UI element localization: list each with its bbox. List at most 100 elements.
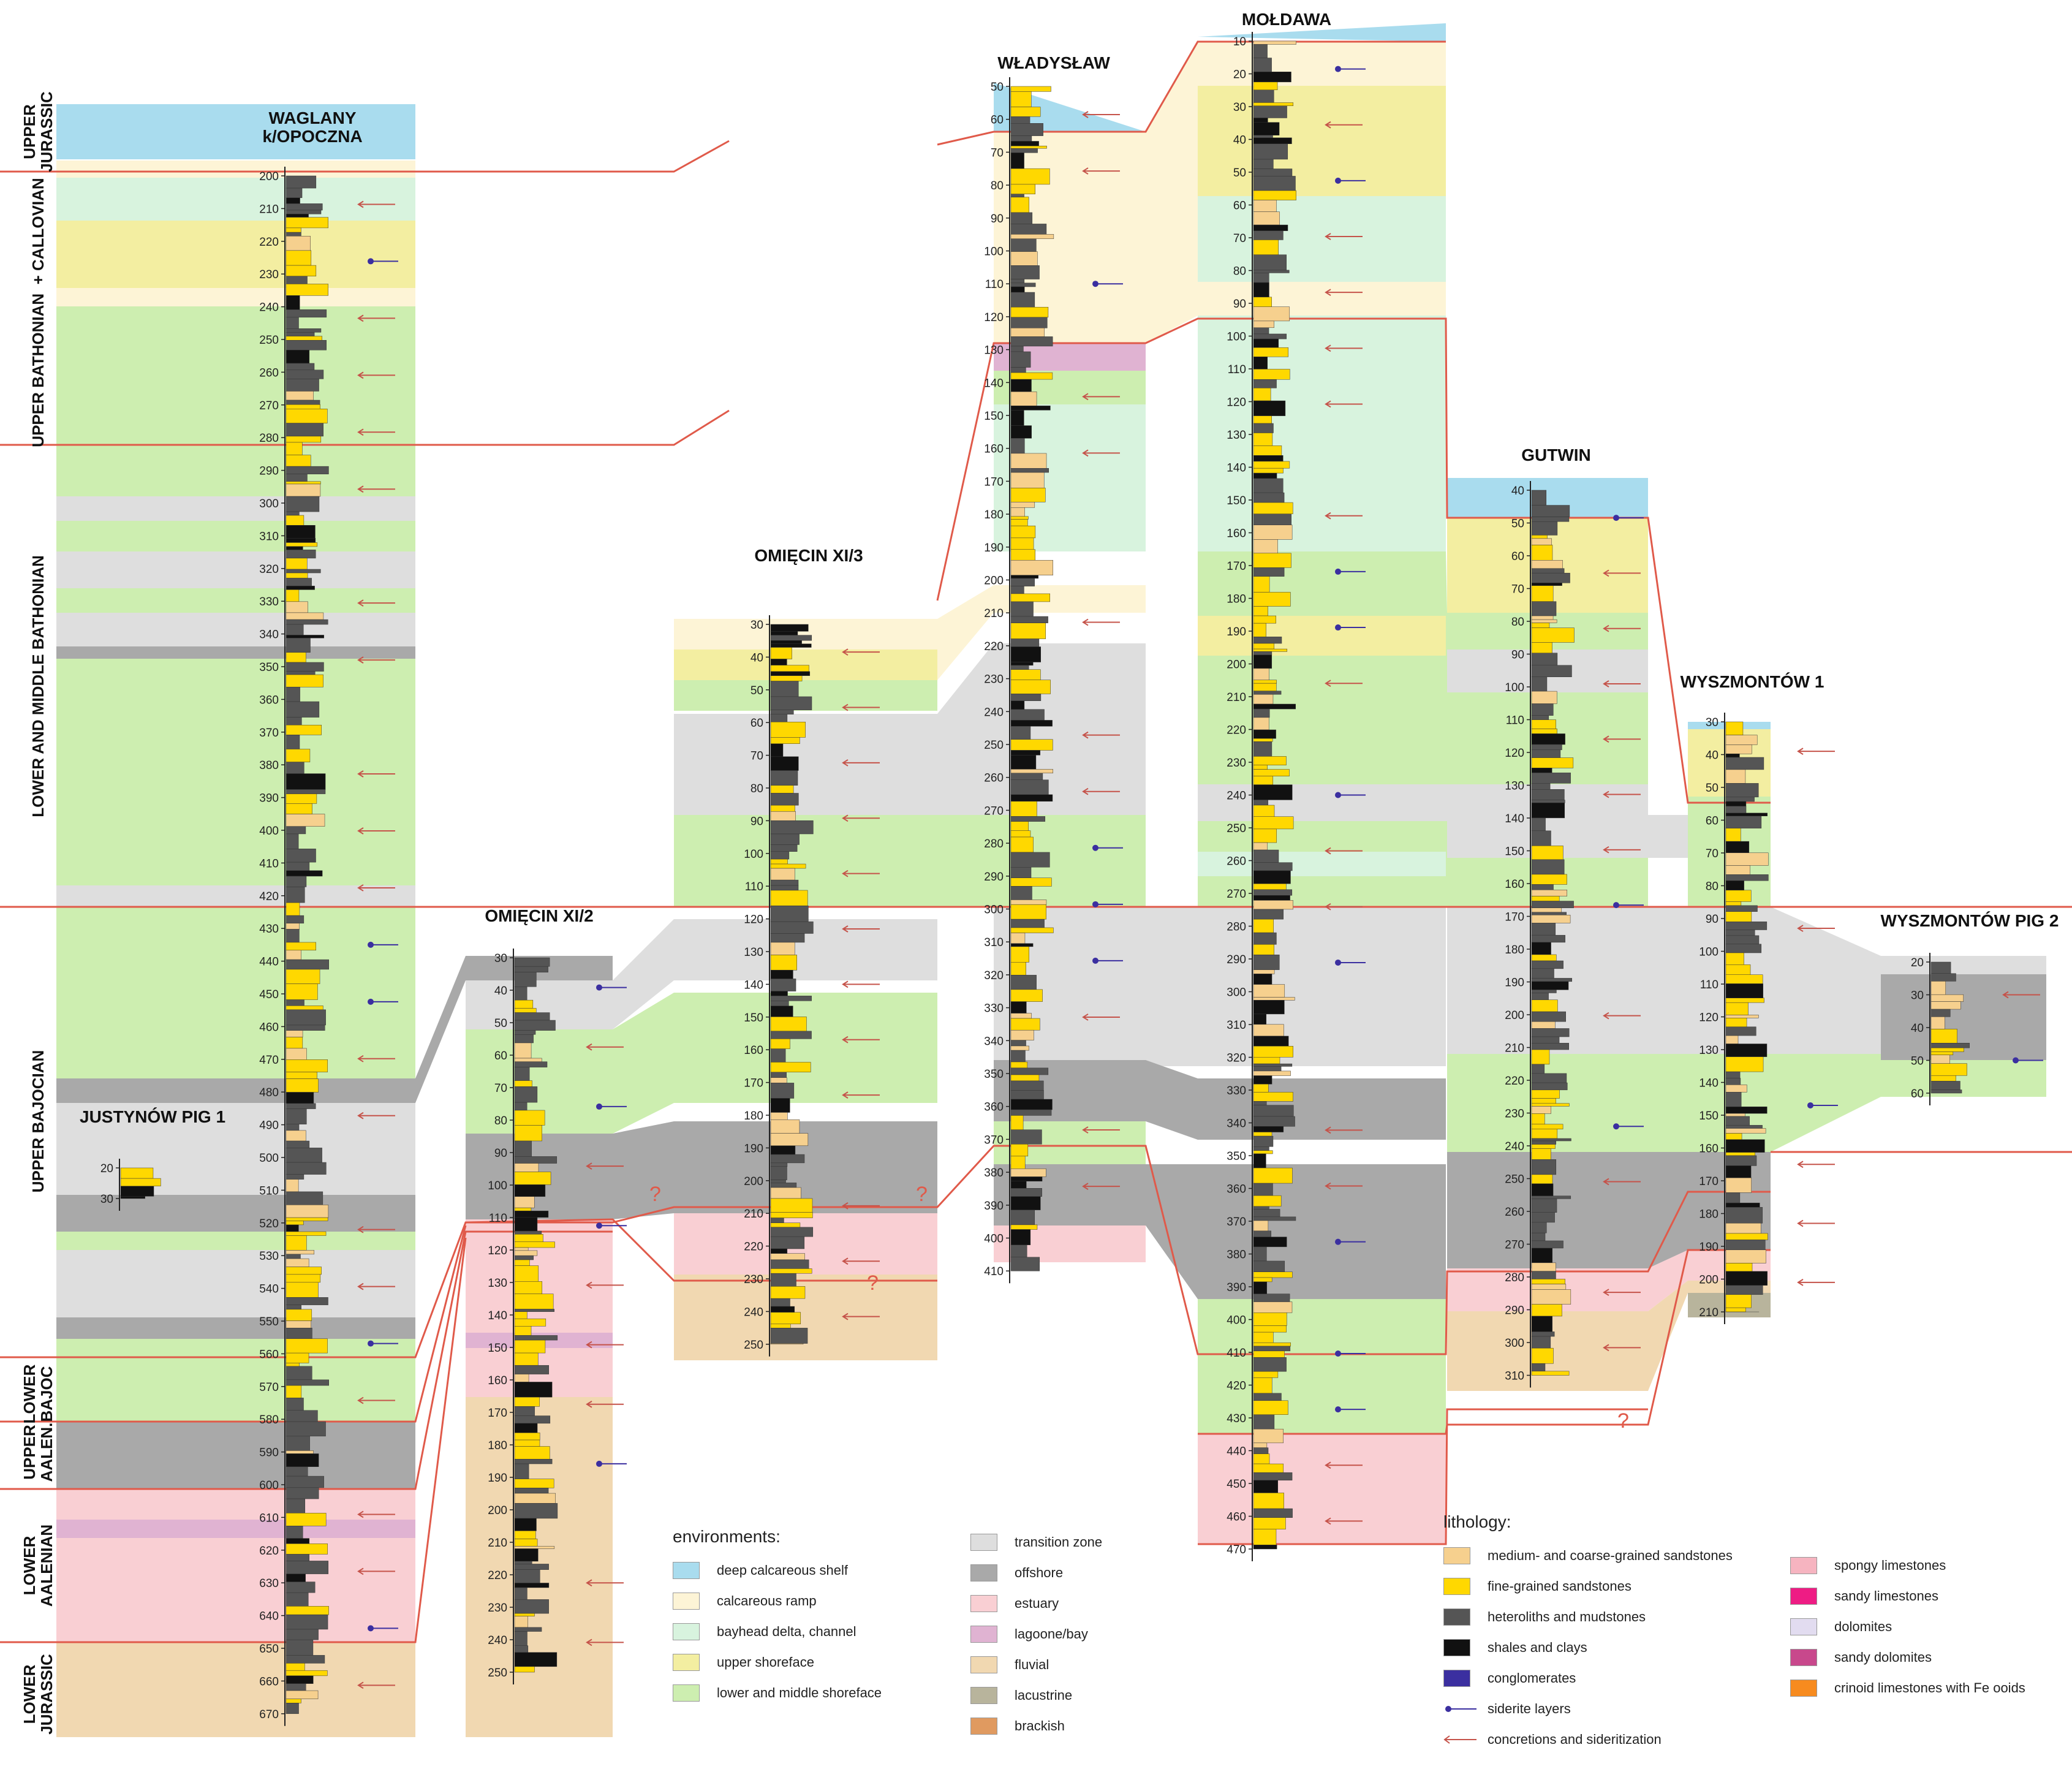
env-band [1447,1281,1771,1391]
lithology-bed [1725,1002,1749,1015]
lithology-bed [1253,708,1270,718]
lithology-bed [1253,883,1287,890]
lithology-bed [770,979,796,991]
lithology-bed [1531,1129,1558,1139]
concretion-arrow-head [357,485,364,493]
depth-label: 50 [751,684,763,697]
depth-label: 200 [488,1504,507,1517]
lithology-bed [1253,1414,1275,1430]
lithology-bed [514,1423,538,1433]
lithology-bed [514,1255,534,1260]
lithology-bed [1010,943,1034,947]
concretion-arrow-head [842,759,849,767]
lithology-bed [1010,962,1026,975]
depth-label: 160 [1699,1143,1718,1156]
depth-label: 210 [488,1537,507,1550]
lithology-bed [1725,735,1758,745]
lithology-bed [1253,1393,1282,1401]
depth-label: 70 [991,146,1004,159]
lithology-bed [770,1133,809,1146]
lithology-bed [1253,118,1268,123]
env-band [56,1195,415,1232]
depth-label: 580 [259,1414,279,1426]
depth-label: 190 [1699,1241,1718,1254]
lithology-bed [514,1531,536,1539]
lithology-bed [285,826,306,835]
depth-label: 320 [984,969,1004,982]
depth-label: 70 [1511,583,1524,596]
lithology-bed [1253,1428,1284,1444]
lithology-bed [1253,433,1273,446]
concretion-arrow-head [842,869,849,877]
well-column-omiecin_xi2: 3040506070809010011012013014015016017018… [488,949,627,1684]
legend-item-heterolith: heteroliths and mudstones [1443,1602,1733,1632]
lithology-bed [1531,1043,1569,1050]
lithology-bed [1253,849,1279,863]
lithology-bed [1010,472,1045,488]
depth-label: 180 [1227,593,1246,606]
lithology-bed [1253,769,1290,776]
legend-swatch [1790,1557,1817,1574]
lithology-bed [1531,968,1554,979]
lithology-bed [1010,549,1035,561]
lithology-bed [1010,197,1029,213]
lithology-bed [1930,961,1951,974]
lithology-bed [1253,472,1277,479]
lithology-bed [1531,1248,1552,1263]
lithology-bed [1531,729,1557,734]
lithology-bed [1010,1029,1034,1040]
lithology-bed [285,1140,310,1148]
lithology-bed [1531,1284,1567,1290]
depth-label: 310 [1227,1019,1246,1032]
lithology-bed [285,442,303,455]
lithology-bed [1930,1051,1954,1055]
legend-item-offshore: offshore [970,1558,1102,1588]
depth-label: 160 [984,443,1004,456]
lithology-bed [1010,379,1032,392]
lithology-bed [285,1108,307,1124]
depth-label: 320 [259,563,279,576]
depth-label: 240 [1505,1140,1524,1153]
lithology-bed [1253,478,1284,493]
lithology-bed [514,1311,527,1319]
lithology-bed [770,1298,790,1307]
lithology-bed [1010,292,1035,308]
depth-label: 50 [494,1017,507,1030]
depth-label: 340 [259,629,279,642]
depth-label: 310 [259,530,279,543]
lithology-bed [770,624,809,632]
lithology-bed [514,1294,554,1309]
lithology-bed [1253,44,1268,58]
depth-label: 340 [984,1035,1004,1048]
lithology-bed [1725,921,1768,930]
lithology-bed [1725,983,1763,999]
lithology-bed [1531,846,1563,860]
lithology-bed [1725,881,1744,891]
env-band [56,1250,415,1317]
lithology-bed [1010,646,1041,662]
lithology-bed [1253,1024,1284,1037]
lithology-bed [514,972,537,987]
lithology-bed [1253,159,1274,169]
depth-label: 460 [259,1021,279,1034]
concretion-arrow-head [842,1091,849,1099]
lithology-bed [1531,560,1563,569]
stage-label-upper-bajocian: UPPER BAJOCIAN [29,1050,47,1193]
stage-boundary-line [1198,1249,1771,1435]
lithology-bed [285,1224,299,1232]
env-band [1447,1250,1771,1311]
lithology-bed [285,674,323,688]
lithology-bed [1930,1081,1960,1090]
lithology-bed [285,803,312,814]
lithology-bed [770,743,784,757]
lithology-bed [1253,944,1274,955]
env-band [994,1164,1446,1299]
lithology-bed [1253,1463,1284,1473]
lithology-bed [285,400,320,405]
lithology-bed [514,1415,551,1424]
depth-label: 50 [1233,167,1246,180]
env-band [56,613,415,650]
lithology-bed [1010,638,1040,647]
